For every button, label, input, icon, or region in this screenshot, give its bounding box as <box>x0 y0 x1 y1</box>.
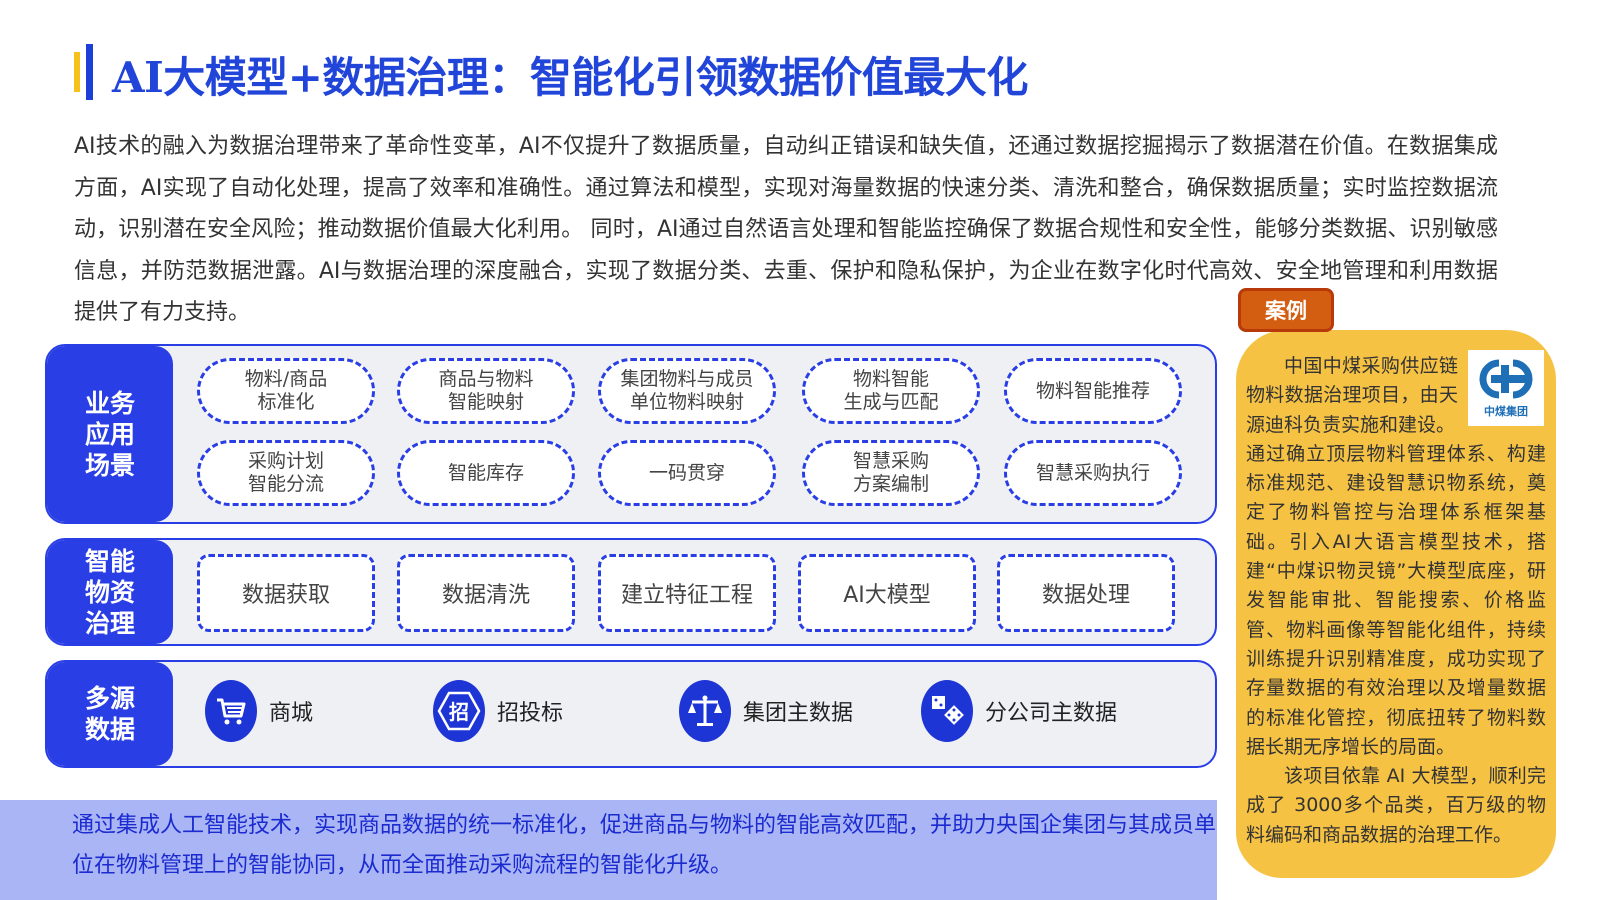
business-scenarios-layer: 业务 应用 场景 物料/商品 标准化 商品与物料 智能映射 集团物料与成员 单位… <box>45 344 1217 524</box>
scenario-item: 智能库存 <box>397 440 575 506</box>
governance-step: 建立特征工程 <box>598 554 776 632</box>
china-coal-logo-icon <box>1479 359 1533 399</box>
data-source-branch-master: 分公司主数据 <box>921 680 1117 742</box>
title-accent-blue <box>86 44 93 100</box>
page-title: AI大模型+数据治理：智能化引领数据价值最大化 <box>112 53 1028 102</box>
bid-icon: 招 <box>433 680 485 742</box>
case-paragraph-1: 中国中煤采购供应链物料数据治理项目，由天源迪科负责实施和建设。 <box>1246 355 1458 436</box>
title-accent-yellow <box>74 52 80 92</box>
summary-text: 通过集成人工智能技术，实现商品数据的统一标准化，促进商品与物料的智能高效匹配，并… <box>72 813 1217 878</box>
scenario-item: 智慧采购执行 <box>1004 440 1182 506</box>
scenario-item: 物料智能 生成与匹配 <box>802 358 980 424</box>
summary-banner: 通过集成人工智能技术，实现商品数据的统一标准化，促进商品与物料的智能高效匹配，并… <box>0 800 1217 900</box>
scenario-item: 智慧采购 方案编制 <box>802 440 980 506</box>
scenario-item: 采购计划 智能分流 <box>197 440 375 506</box>
scale-icon <box>679 680 731 742</box>
scenario-item: 商品与物料 智能映射 <box>397 358 575 424</box>
governance-step: AI大模型 <box>798 554 976 632</box>
svg-text:招: 招 <box>449 700 469 724</box>
china-coal-logo: 中煤集团 <box>1468 350 1544 426</box>
scenario-item: 物料智能推荐 <box>1004 358 1182 424</box>
business-layer-label: 业务 应用 场景 <box>47 346 173 522</box>
scenario-item: 集团物料与成员 单位物料映射 <box>598 358 776 424</box>
data-source-group-master: 集团主数据 <box>679 680 853 742</box>
case-paragraph-2: 通过确立顶层物料管理体系、构建标准规范、建设智慧识物系统，奠定了物料管控与治理体… <box>1246 442 1546 758</box>
governance-step: 数据清洗 <box>397 554 575 632</box>
scenario-item: 物料/商品 标准化 <box>197 358 375 424</box>
governance-step: 数据获取 <box>197 554 375 632</box>
scenario-item: 一码贯穿 <box>598 440 776 506</box>
case-tag: 案例 <box>1238 288 1334 332</box>
data-source-bidding: 招 招投标 <box>433 680 563 742</box>
governance-step: 数据处理 <box>997 554 1175 632</box>
case-study-panel: 中煤集团 中国中煤采购供应链物料数据治理项目，由天源迪科负责实施和建设。 通过确… <box>1236 330 1556 878</box>
cart-icon <box>205 680 257 742</box>
blocks-icon <box>921 680 973 742</box>
governance-layer-label: 智能 物资 治理 <box>47 540 173 644</box>
intro-paragraph: AI技术的融入为数据治理带来了革命性变革，AI不仅提升了数据质量，自动纠正错误和… <box>74 134 1498 325</box>
case-paragraph-3: 该项目依靠 AI 大模型，顺利完成了 3000多个品类，百万级的物料编码和商品数… <box>1246 765 1546 846</box>
data-sources-layer: 多源 数据 商城 招 招投标 <box>45 660 1217 768</box>
governance-layer: 智能 物资 治理 数据获取 数据清洗 建立特征工程 AI大模型 数据处理 <box>45 538 1217 646</box>
data-source-mall: 商城 <box>205 680 313 742</box>
sources-layer-label: 多源 数据 <box>47 662 173 766</box>
